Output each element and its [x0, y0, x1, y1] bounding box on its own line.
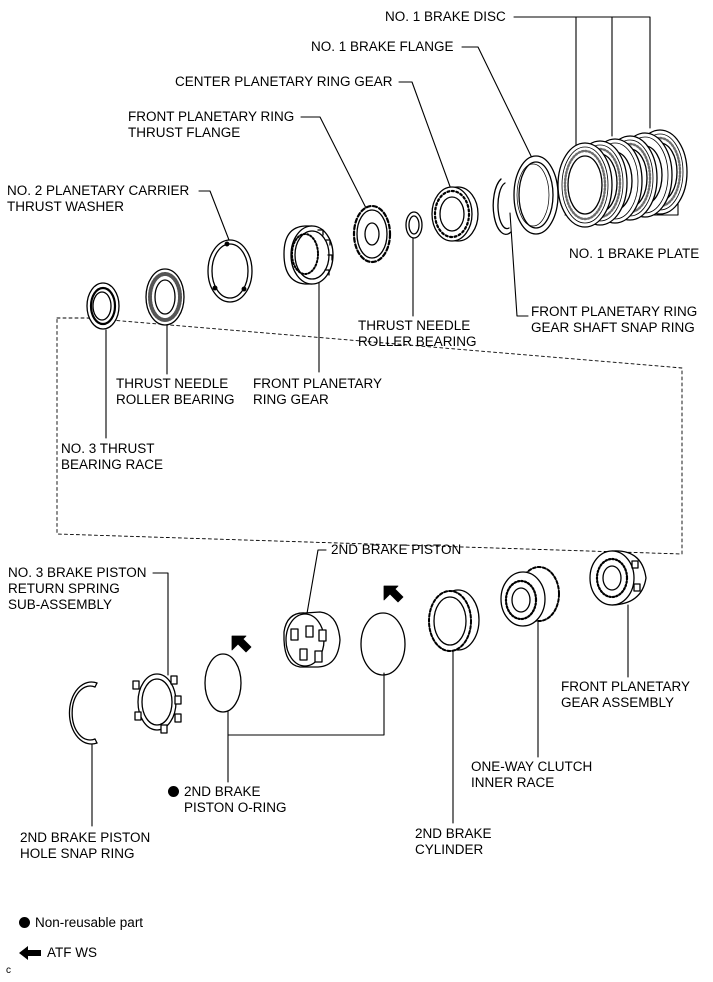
- legend-atf: ATF WS: [19, 945, 97, 961]
- label-second-brake-piston: 2ND BRAKE PISTON: [331, 542, 462, 557]
- no3-brake-piston-return-spring: [132, 673, 182, 734]
- second-brake-piston-hole-snap-ring: [68, 681, 98, 745]
- no1-brake-flange: [513, 155, 559, 235]
- non-reusable-dot-icon: [19, 917, 30, 928]
- front-planetary-ring-gear-shaft-snap-ring: [492, 178, 512, 235]
- atf-arrow-icon: [231, 635, 252, 653]
- assembly-outline: [56, 317, 683, 555]
- front-planetary-gear-assembly: [589, 550, 647, 606]
- label-no1-brake-disc: NO. 1 BRAKE DISC: [385, 9, 506, 24]
- label-no1-brake-flange: NO. 1 BRAKE FLANGE: [311, 39, 454, 54]
- no1-brake-disc-stack: [557, 129, 688, 228]
- legend-non-reusable: Non-reusable part: [19, 915, 143, 931]
- second-brake-piston-oring-right: [360, 612, 406, 676]
- front-planetary-ring-thrust-flange: [352, 204, 392, 264]
- leader-lines: [91, 16, 679, 827]
- atf-arrow-icon: [19, 946, 41, 960]
- one-way-clutch-inner-race: [500, 566, 560, 627]
- corner-mark: c: [6, 965, 11, 976]
- thrust-needle-roller-bearing-upper: [405, 211, 423, 239]
- no2-planetary-carrier-thrust-washer: [207, 239, 253, 303]
- label-center-planetary-ring-gear: CENTER PLANETARY RING GEAR: [175, 74, 393, 89]
- thrust-needle-roller-bearing-lower: [145, 268, 185, 326]
- no3-thrust-bearing-race: [86, 282, 120, 330]
- center-planetary-ring-gear: [431, 186, 479, 242]
- label-no1-brake-plate: NO. 1 BRAKE PLATE: [569, 246, 700, 261]
- front-planetary-ring-gear: [283, 225, 334, 285]
- second-brake-cylinder: [428, 589, 480, 652]
- atf-arrow-icon: [383, 585, 404, 603]
- non-reusable-dot-icon: [168, 786, 179, 797]
- second-brake-piston: [283, 611, 341, 668]
- second-brake-piston-oring-left: [204, 653, 242, 713]
